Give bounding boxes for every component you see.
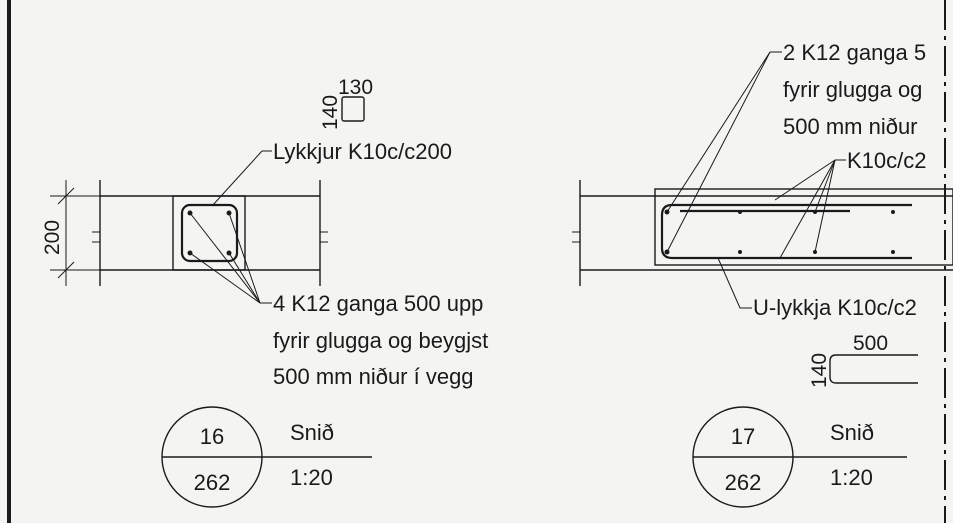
stirrup-shape-16 [341, 96, 365, 122]
bars17-line2: fyrir glugga og [783, 77, 922, 102]
section-number-17: 17 [731, 424, 755, 449]
u-shape-17 [829, 354, 918, 384]
k10-label: K10c/c2 [847, 148, 927, 173]
bars17-line3: 500 mm niður [783, 114, 918, 139]
u-label: U-lykkja K10c/c2 [753, 295, 917, 320]
stirrup-leader [211, 150, 263, 207]
bars-label-line3: 500 mm niður í vegg [273, 364, 474, 389]
section-scale-17: 1:20 [830, 465, 873, 490]
bars-label-line1: 4 K12 ganga 500 upp [273, 291, 483, 316]
sheet-number-17: 262 [725, 470, 762, 495]
section-scale-16: 1:20 [290, 465, 333, 490]
dim-200: 200 [41, 220, 64, 255]
section-title-17: Snið [830, 420, 874, 445]
beam-section-17 [654, 188, 953, 266]
stirrup-16 [180, 203, 239, 263]
stirrup-label: Lykkjur K10c/c200 [273, 139, 452, 164]
u-stirrup-17 [660, 203, 912, 260]
bars17-line1: 2 K12 ganga 5 [783, 40, 926, 65]
column-section-16 [172, 195, 246, 271]
detail-16: 130 140 Lykkjur K10c/c200 200 [41, 76, 488, 508]
sheet-number-16: 262 [194, 470, 231, 495]
u-height: 140 [808, 353, 831, 388]
stirrup-width-label: 130 [338, 76, 373, 99]
u-width: 500 [853, 332, 888, 355]
section-title-16: Snið [290, 420, 334, 445]
bars-label-line2: fyrir glugga og beygjst [273, 328, 488, 353]
detail-17: 2 K12 ganga 5 fyrir glugga og 500 mm nið… [572, 40, 953, 508]
section-number-16: 16 [200, 424, 224, 449]
stirrup-height-label: 140 [319, 95, 342, 130]
